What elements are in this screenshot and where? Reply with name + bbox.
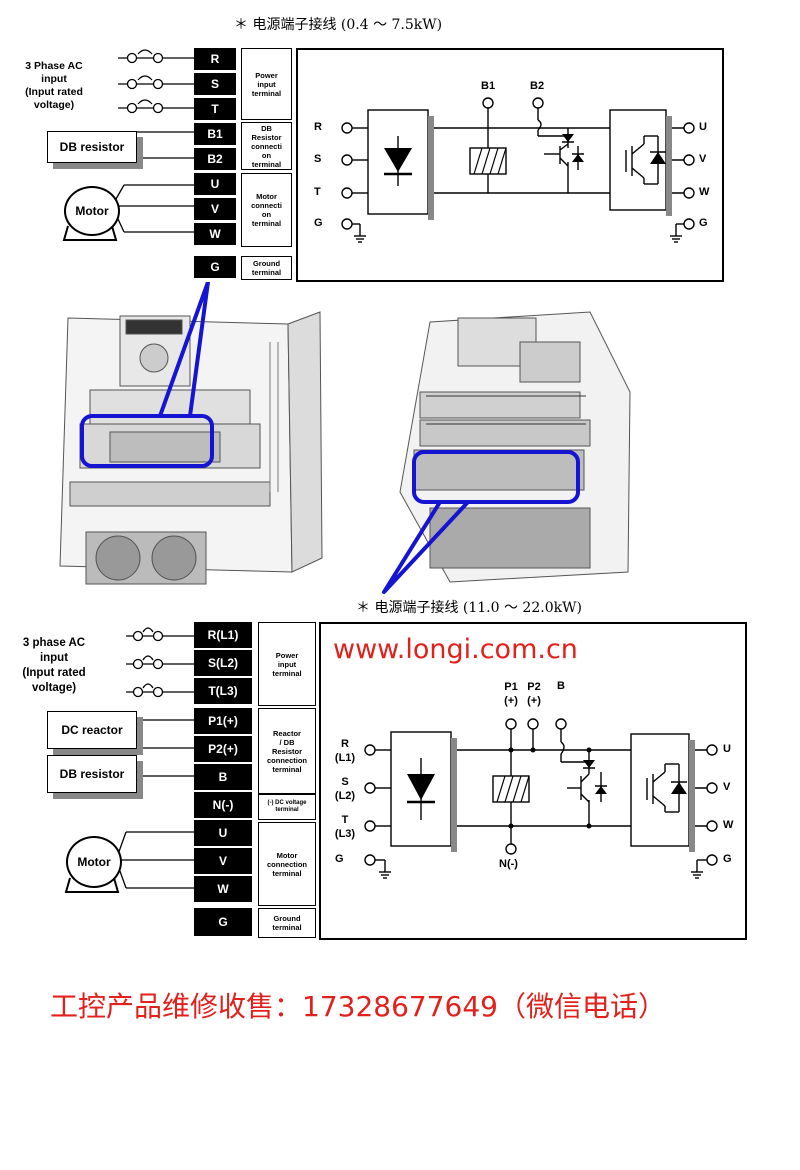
terminal-r: R [194,48,236,70]
top-desc-db: DB Resistor connecti on terminal [241,122,292,170]
top-label-s: S [314,153,322,165]
bottom-db-resistor-box: DB resistor [47,755,137,793]
bottom-motor: Motor [66,836,122,888]
contact-banner: 工控产品维修收售：17328677649（微信电话） [50,990,666,1023]
terminal-r-l1: R(L1) [194,622,252,648]
top-ac-input-label: 3 Phase AC input (Input rated voltage) [25,60,83,111]
top-db-resistor-box: DB resistor [47,131,137,163]
top-label-v: V [699,153,707,165]
bottom-schematic-drawing [364,718,718,879]
bottom-terminal-block: R(L1) S(L2) T(L3) P1(+) P2(+) B N(-) U V… [194,622,254,938]
label-p2: P2 (+) [527,681,541,707]
label-t-l3: T (L3) [334,814,356,840]
label-r-l1: R (L1) [334,738,356,764]
terminal-g: G [194,256,236,278]
bottom-desc-dc: (-) DC voltage terminal [258,794,316,820]
terminal-p2: P2(+) [194,736,252,762]
terminal-u: U [194,173,236,195]
terminal-g: G [194,908,252,936]
top-desc-ground: Ground terminal [241,256,292,280]
terminal-v: V [194,198,236,220]
terminal-b: B [194,764,252,790]
terminal-s: S [194,73,236,95]
top-caption: ＊ 电源端子接线 (0.4 ～ 7.5kW) [234,17,443,33]
terminal-t-l3: T(L3) [194,678,252,704]
bottom-desc-reactor: Reactor / DB Resistor connection termina… [258,708,316,794]
terminal-b2: B2 [194,148,236,170]
terminal-w: W [194,876,252,902]
top-desc-motor: Motor connecti on terminal [241,173,292,247]
bottom-desc-power: Power input terminal [258,622,316,706]
bottom-ac-input-label: 3 phase AC input (Input rated voltage) [22,637,86,694]
top-label-u: U [699,121,707,133]
bottom-dc-reactor-box: DC reactor [47,711,137,749]
top-motor-base [62,225,118,241]
label-g-out: G [723,853,732,865]
top-schematic-drawing [341,97,695,243]
terminal-b1: B1 [194,123,236,145]
bottom-desc-motor: Motor connection terminal [258,822,316,906]
website-url: www.longi.com.cn [333,634,578,665]
inverter-large-image [399,311,631,583]
bottom-caption: ＊ 电源端子接线 (11.0 ～ 22.0kW) [356,600,582,616]
terminal-t: T [194,98,236,120]
top-motor: Motor [64,186,120,236]
top-label-g-out: G [699,217,708,229]
terminal-w: W [194,223,236,245]
terminal-s-l2: S(L2) [194,650,252,676]
bottom-wiring [115,627,196,889]
top-label-g-in: G [314,217,323,229]
label-n: N(-) [499,858,518,870]
top-label-b2: B2 [530,80,545,92]
top-desc-power: Power input terminal [241,48,292,120]
bottom-schematic: www.longi.com.cn [319,622,747,940]
label-w: W [723,819,734,831]
terminal-p1: P1(+) [194,708,252,734]
top-label-r: R [314,121,322,133]
terminal-v: V [194,848,252,874]
inverter-illustrations [59,282,631,594]
top-label-b1: B1 [481,80,496,92]
label-p1: P1 (+) [504,681,518,707]
top-label-t: T [314,186,321,198]
terminal-n: N(-) [194,792,252,818]
label-b: B [557,680,565,692]
top-label-w: W [699,186,710,198]
label-v: V [723,781,731,793]
bottom-motor-base [64,877,120,893]
top-terminal-block: R S T B1 B2 U V W G [194,48,238,283]
label-g-in: G [335,853,344,865]
label-u: U [723,743,731,755]
inverter-small-image [59,311,323,585]
label-s-l2: S (L2) [334,776,356,802]
top-schematic: B1 B2 R S T G U V W G [296,48,724,282]
bottom-desc-ground: Ground terminal [258,908,316,938]
terminal-u: U [194,820,252,846]
